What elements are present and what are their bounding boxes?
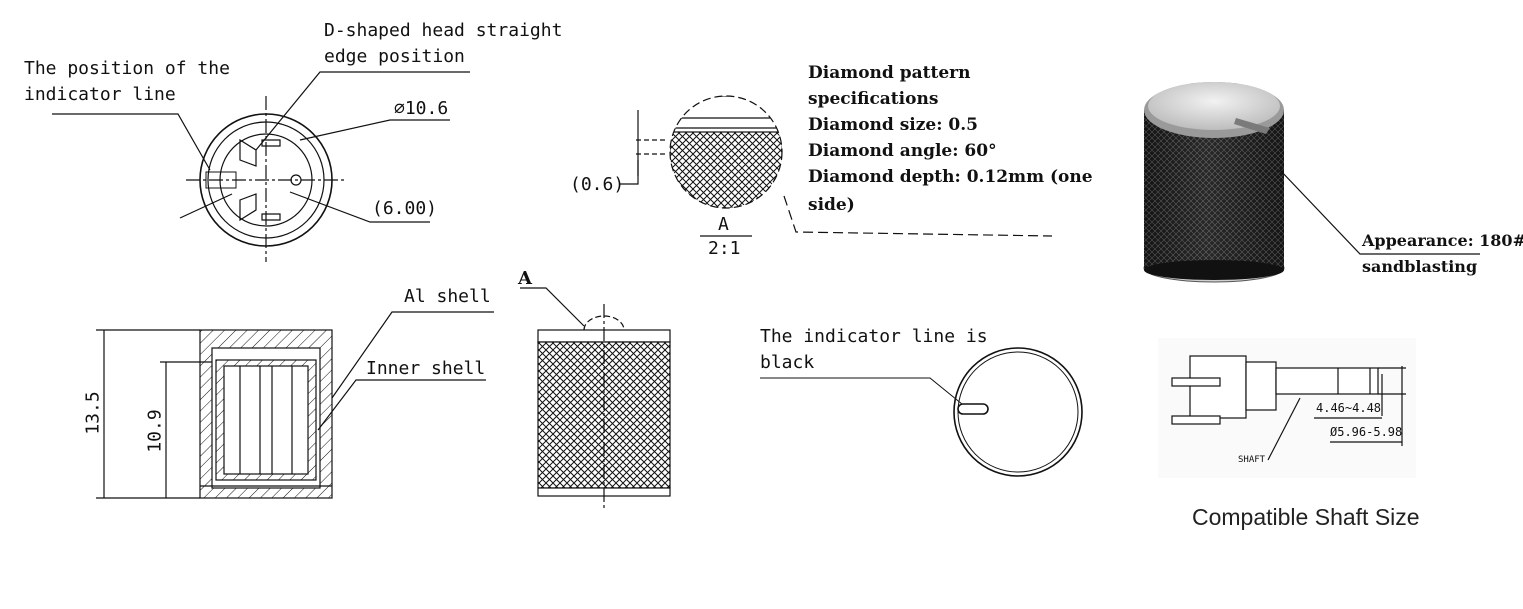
label-position-1: The position of the [24, 58, 230, 79]
shaft-drawing [1158, 338, 1416, 478]
label-detail-a: A [718, 214, 729, 235]
label-height-13-5: 13.5 [82, 391, 104, 435]
label-shaft-diameter: Ø5.96-5.98 [1330, 425, 1403, 439]
diamond-line-3: Diamond size: 0.5 [808, 115, 978, 135]
label-shaft: SHAFT [1238, 455, 1266, 465]
diamond-line-4: Diamond angle: 60° [808, 141, 997, 161]
label-d-head-2: edge position [324, 46, 465, 67]
label-dim-0-6: (0.6) [570, 174, 625, 195]
label-indicator-2: black [760, 352, 815, 373]
appearance-line-2: sandblasting [1362, 257, 1478, 276]
indicator-view [760, 347, 1083, 477]
label-al-shell: Al shell [404, 286, 491, 307]
compatible-shaft-title: Compatible Shaft Size [1192, 504, 1420, 530]
label-section-a: A [518, 268, 532, 289]
label-shaft-d-flat: 4.46~4.48 [1316, 401, 1382, 415]
knob-render [1143, 82, 1480, 283]
label-scale: 2:1 [708, 238, 741, 259]
label-inner-shell: Inner shell [366, 358, 486, 379]
section-view [96, 311, 494, 499]
appearance-line-1: Appearance: 180# [1362, 231, 1523, 250]
diamond-line-1: Diamond pattern [808, 63, 971, 83]
diamond-line-2: specifications [808, 89, 939, 109]
top-view [52, 71, 470, 262]
label-d-head-1: D-shaped head straight [324, 20, 563, 41]
label-height-10-9: 10.9 [144, 409, 166, 453]
diamond-line-6: side) [808, 195, 855, 215]
label-diameter: ⌀10.6 [394, 98, 449, 119]
label-position-2: indicator line [24, 84, 176, 105]
side-view [520, 287, 671, 508]
diamond-line-5: Diamond depth: 0.12mm (one [808, 167, 1093, 187]
label-indicator-1: The indicator line is [760, 326, 988, 347]
label-dim-6: (6.00) [372, 198, 438, 219]
